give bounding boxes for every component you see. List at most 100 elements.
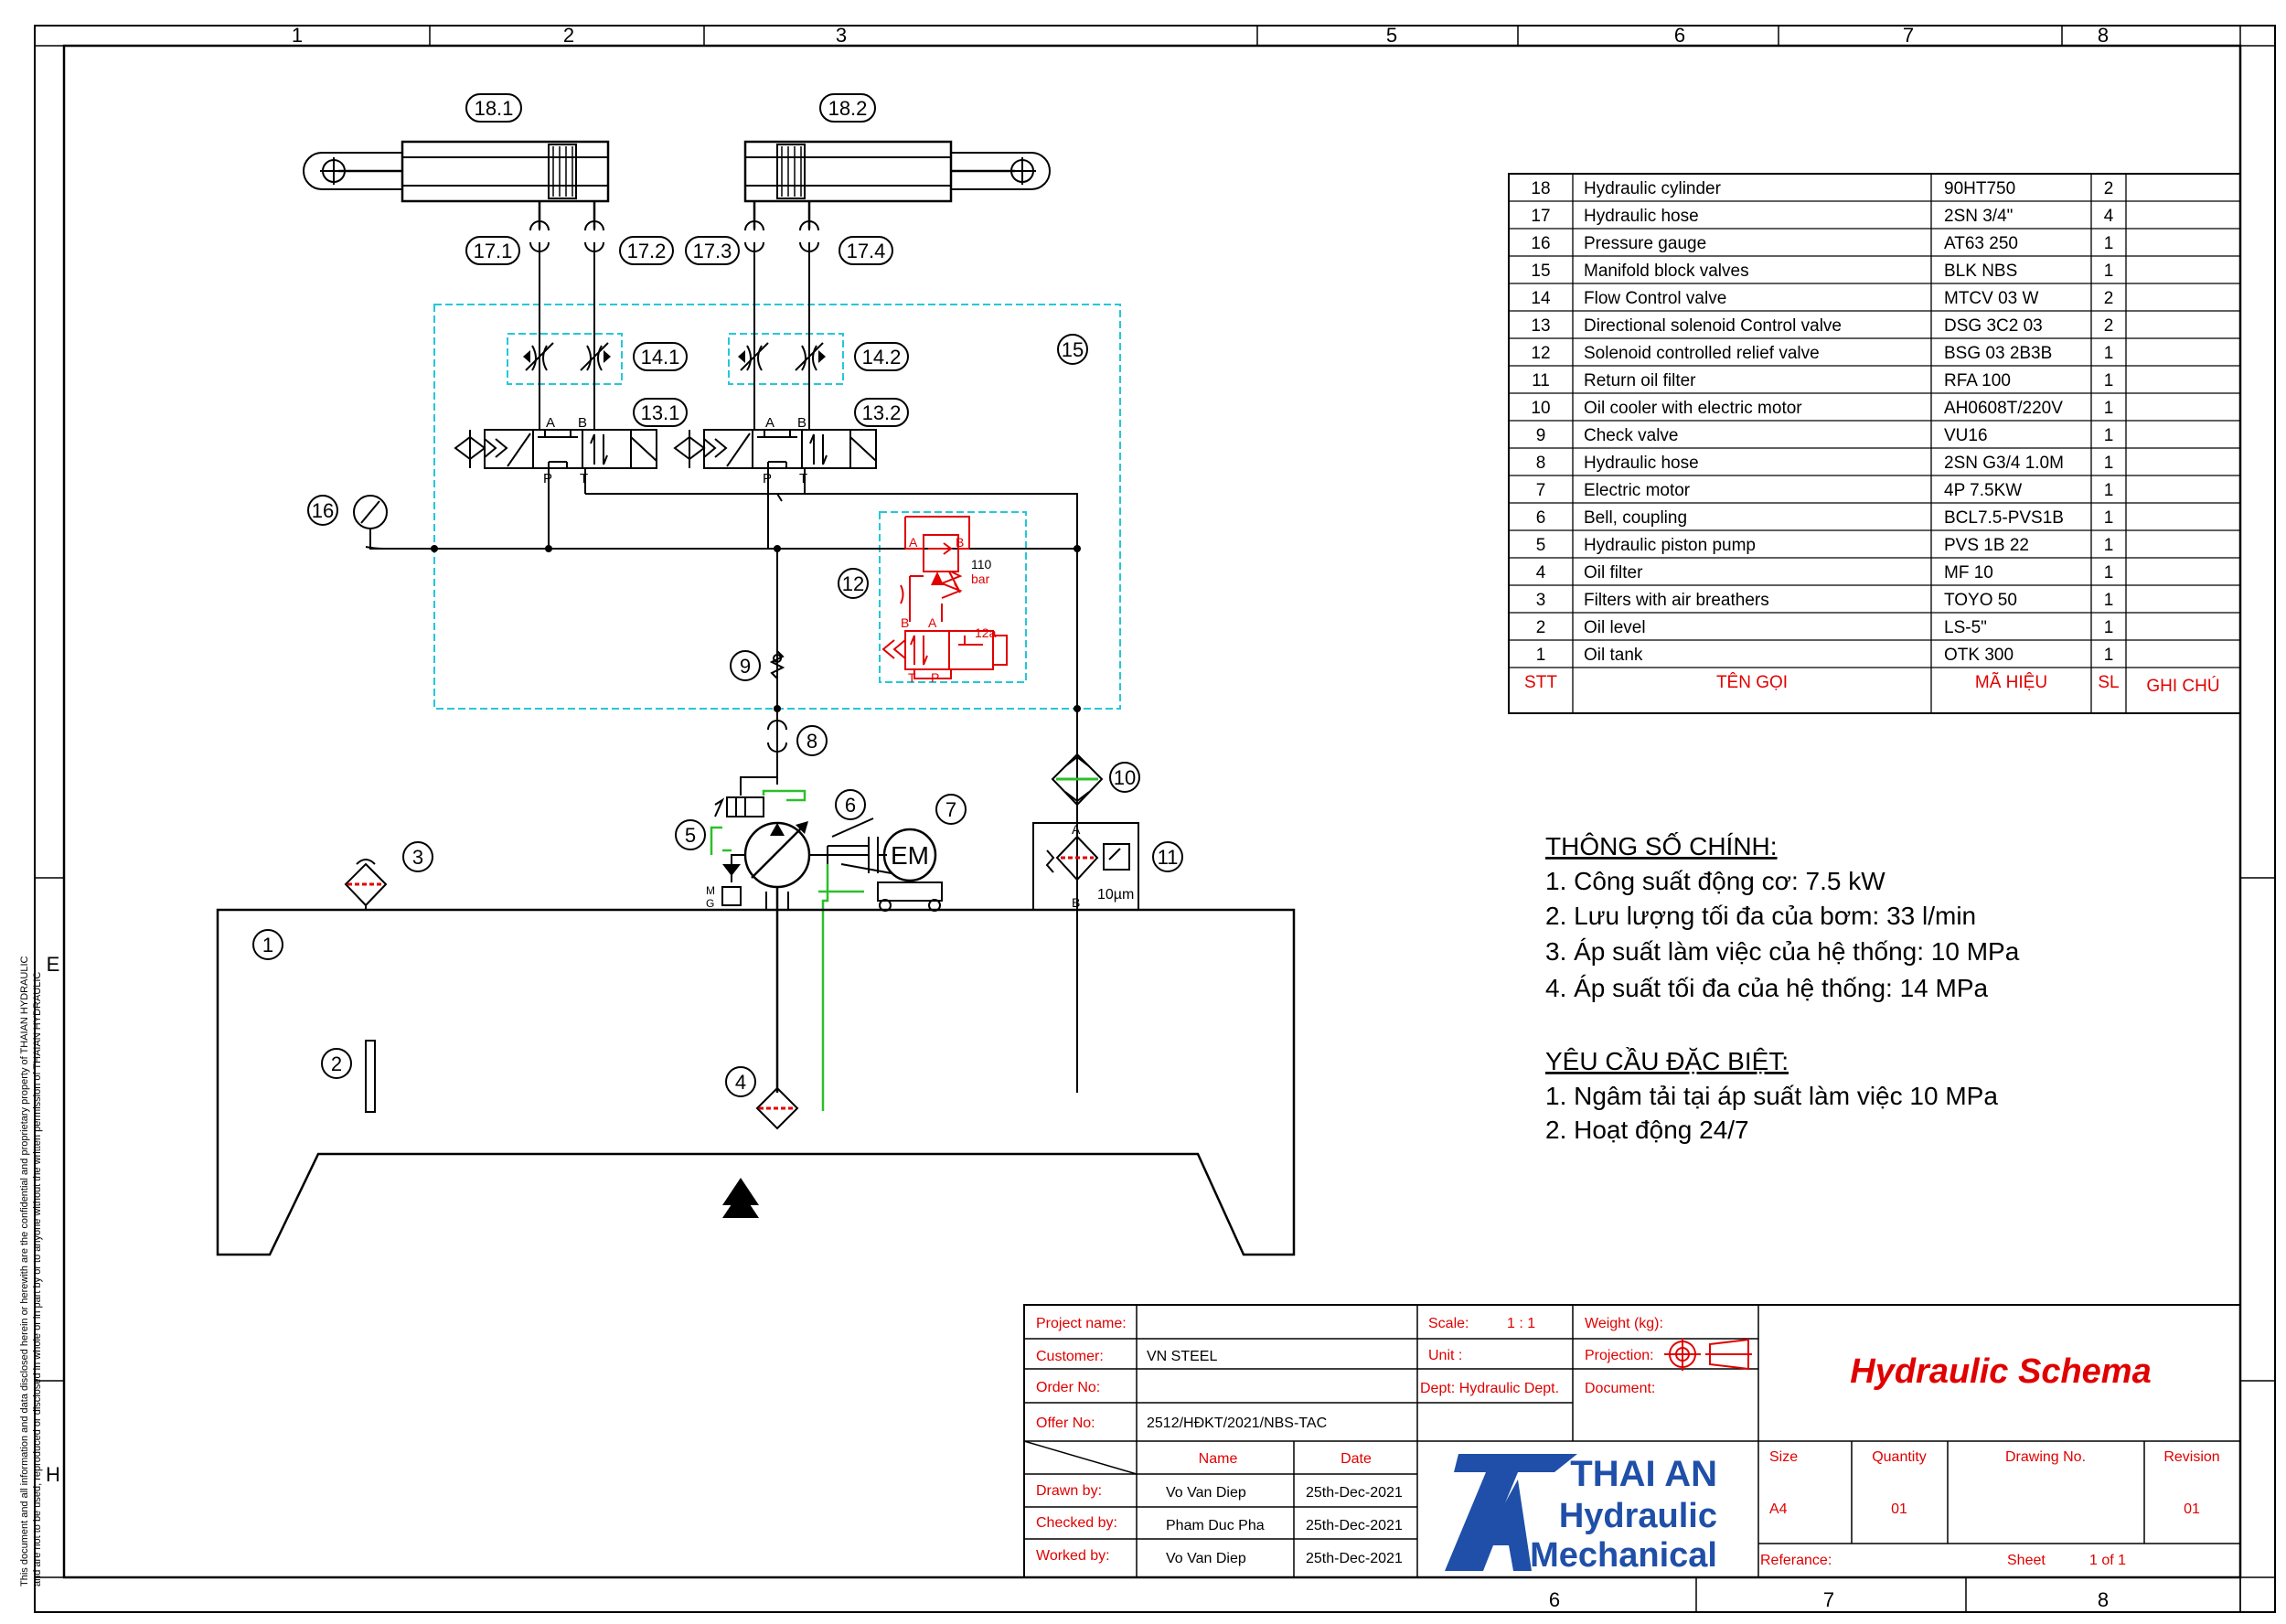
bom-cell-qty: 1 bbox=[2104, 371, 2114, 390]
bom-cell-qty: 1 bbox=[2104, 454, 2114, 473]
logo-text: Mechanical bbox=[1530, 1536, 1717, 1575]
bom-cell-name: Check valve bbox=[1584, 426, 1679, 445]
thai-an-logo: THAI AN Hydraulic Mechanical bbox=[1445, 1454, 1717, 1575]
flow-control-14-1 bbox=[523, 342, 611, 402]
bom-cell-stt: 4 bbox=[1536, 563, 1546, 582]
bom-cell-stt: 1 bbox=[1536, 646, 1546, 665]
pressure-gauge-16 bbox=[353, 495, 388, 550]
callout-bubble bbox=[854, 398, 909, 427]
revision-value: 01 bbox=[2184, 1501, 2200, 1517]
col-label: 2 bbox=[563, 24, 574, 47]
order-no-label: Order No: bbox=[1036, 1380, 1100, 1395]
port-label: B bbox=[901, 615, 909, 630]
department-value: Dept: Hydraulic Dept. bbox=[1420, 1381, 1559, 1396]
bom-cell-code: BSG 03 2B3B bbox=[1944, 344, 2052, 363]
bom-cell-stt: 6 bbox=[1536, 508, 1546, 528]
offer-no-label: Offer No: bbox=[1036, 1416, 1095, 1431]
bom-cell-stt: 12 bbox=[1531, 344, 1550, 363]
spec-item: 4. Áp suất tối đa của hệ thống: 14 MPa bbox=[1545, 974, 1989, 1002]
bom-cell-qty: 1 bbox=[2104, 536, 2114, 555]
callout-7: 7 bbox=[945, 798, 956, 821]
row-label: H bbox=[46, 1463, 60, 1486]
port-label: P bbox=[931, 670, 939, 685]
callout-bubble bbox=[321, 1048, 352, 1079]
callout-bubble bbox=[854, 342, 909, 371]
callout-2: 2 bbox=[331, 1052, 342, 1075]
requirement-item: 1. Ngâm tải tại áp suất làm việc 10 MPa bbox=[1545, 1082, 1998, 1110]
bom-header-name: TÊN GỌI bbox=[1716, 672, 1788, 692]
weight-label: Weight (kg): bbox=[1585, 1316, 1663, 1331]
relief-setting: 110 bbox=[971, 557, 992, 572]
checked-by-label: Checked by: bbox=[1036, 1515, 1117, 1531]
bom-cell-qty: 1 bbox=[2104, 481, 2114, 500]
col-label: 7 bbox=[1903, 24, 1914, 47]
callout-12: 12 bbox=[842, 572, 864, 595]
bom-cell-name: Pressure gauge bbox=[1584, 234, 1706, 253]
callout-14-2: 14.2 bbox=[862, 346, 902, 369]
bom-cell-name: Oil cooler with electric motor bbox=[1584, 399, 1802, 418]
drawn-by-label: Drawn by: bbox=[1036, 1483, 1102, 1499]
unit-label: Unit : bbox=[1428, 1348, 1462, 1363]
scale-label: Scale: bbox=[1428, 1316, 1469, 1331]
bom-cell-code: OTK 300 bbox=[1944, 646, 2014, 665]
logo-text: THAI AN bbox=[1570, 1454, 1717, 1494]
port-label: A bbox=[546, 415, 555, 431]
callout-bubble bbox=[465, 93, 522, 123]
checked-by-name: Pham Duc Pha bbox=[1166, 1518, 1265, 1533]
callout-9: 9 bbox=[740, 655, 751, 678]
port-label: B bbox=[797, 415, 807, 431]
bom-cell-stt: 17 bbox=[1531, 207, 1550, 226]
drawing-title: Hydraulic Schema bbox=[1850, 1352, 2151, 1391]
scale-value: 1 : 1 bbox=[1507, 1316, 1535, 1331]
bom-cell-qty: 2 bbox=[2104, 179, 2114, 198]
pump-port-g: G bbox=[706, 897, 714, 910]
callout-1: 1 bbox=[262, 934, 273, 956]
callout-bubble bbox=[1152, 841, 1183, 872]
specs-title: THÔNG SỐ CHÍNH: bbox=[1545, 831, 1778, 860]
bom-cell-name: Return oil filter bbox=[1584, 371, 1696, 390]
cylinder-18-1 bbox=[303, 140, 610, 229]
port-label: B bbox=[1072, 895, 1080, 910]
port-label: T bbox=[908, 670, 916, 685]
callout-16: 16 bbox=[312, 499, 334, 522]
callout-13-2: 13.2 bbox=[862, 401, 902, 424]
size-value: A4 bbox=[1769, 1501, 1788, 1517]
project-name-label: Project name: bbox=[1036, 1316, 1127, 1331]
logo-text: Hydraulic bbox=[1559, 1497, 1717, 1535]
bom-cell-code: AH0608T/220V bbox=[1944, 399, 2063, 418]
bom-cell-name: Bell, coupling bbox=[1584, 508, 1687, 528]
bom-cell-code: 2SN 3/4" bbox=[1944, 207, 2013, 226]
port-label: A bbox=[1072, 822, 1081, 837]
spec-item: 2. Lưu lượng tối đa của bơm: 33 l/min bbox=[1545, 902, 1976, 930]
hoses-17 bbox=[529, 215, 819, 343]
bom-cell-code: 4P 7.5KW bbox=[1944, 481, 2022, 500]
flow-control-boundary bbox=[728, 333, 844, 385]
bom-cell-name: Solenoid controlled relief valve bbox=[1584, 344, 1820, 363]
bom-cell-stt: 14 bbox=[1531, 289, 1551, 308]
relief-valve-boundary bbox=[879, 511, 1027, 683]
callout-17-1: 17.1 bbox=[474, 240, 513, 262]
callout-bubble bbox=[835, 789, 866, 820]
callout-bubble bbox=[730, 650, 761, 681]
bom-cell-code: TOYO 50 bbox=[1944, 591, 2017, 610]
col-label: 7 bbox=[1823, 1588, 1834, 1611]
col-label: 6 bbox=[1674, 24, 1685, 47]
bom-cell-qty: 1 bbox=[2104, 262, 2114, 281]
requirement-item: 2. Hoạt động 24/7 bbox=[1545, 1116, 1749, 1144]
valve-12a-label: 12a bbox=[975, 625, 997, 640]
callout-17-3: 17.3 bbox=[693, 240, 732, 262]
callout-bubble bbox=[633, 398, 688, 427]
port-label: P bbox=[543, 471, 552, 486]
customer-label: Customer: bbox=[1036, 1349, 1104, 1364]
pump-port-m: M bbox=[706, 884, 715, 897]
bom-cell-code: PVS 1B 22 bbox=[1944, 536, 2029, 555]
bom-cell-code: 90HT750 bbox=[1944, 179, 2015, 198]
bom-cell-name: Hydraulic piston pump bbox=[1584, 536, 1756, 555]
directional-valve-13-1 bbox=[454, 402, 657, 494]
port-label: P bbox=[763, 471, 772, 486]
col-label: 6 bbox=[1549, 1588, 1560, 1611]
filter-rating: 10µm bbox=[1097, 887, 1134, 903]
bom-cell-name: Directional solenoid Control valve bbox=[1584, 316, 1842, 336]
bom-cell-name: Oil level bbox=[1584, 618, 1646, 637]
